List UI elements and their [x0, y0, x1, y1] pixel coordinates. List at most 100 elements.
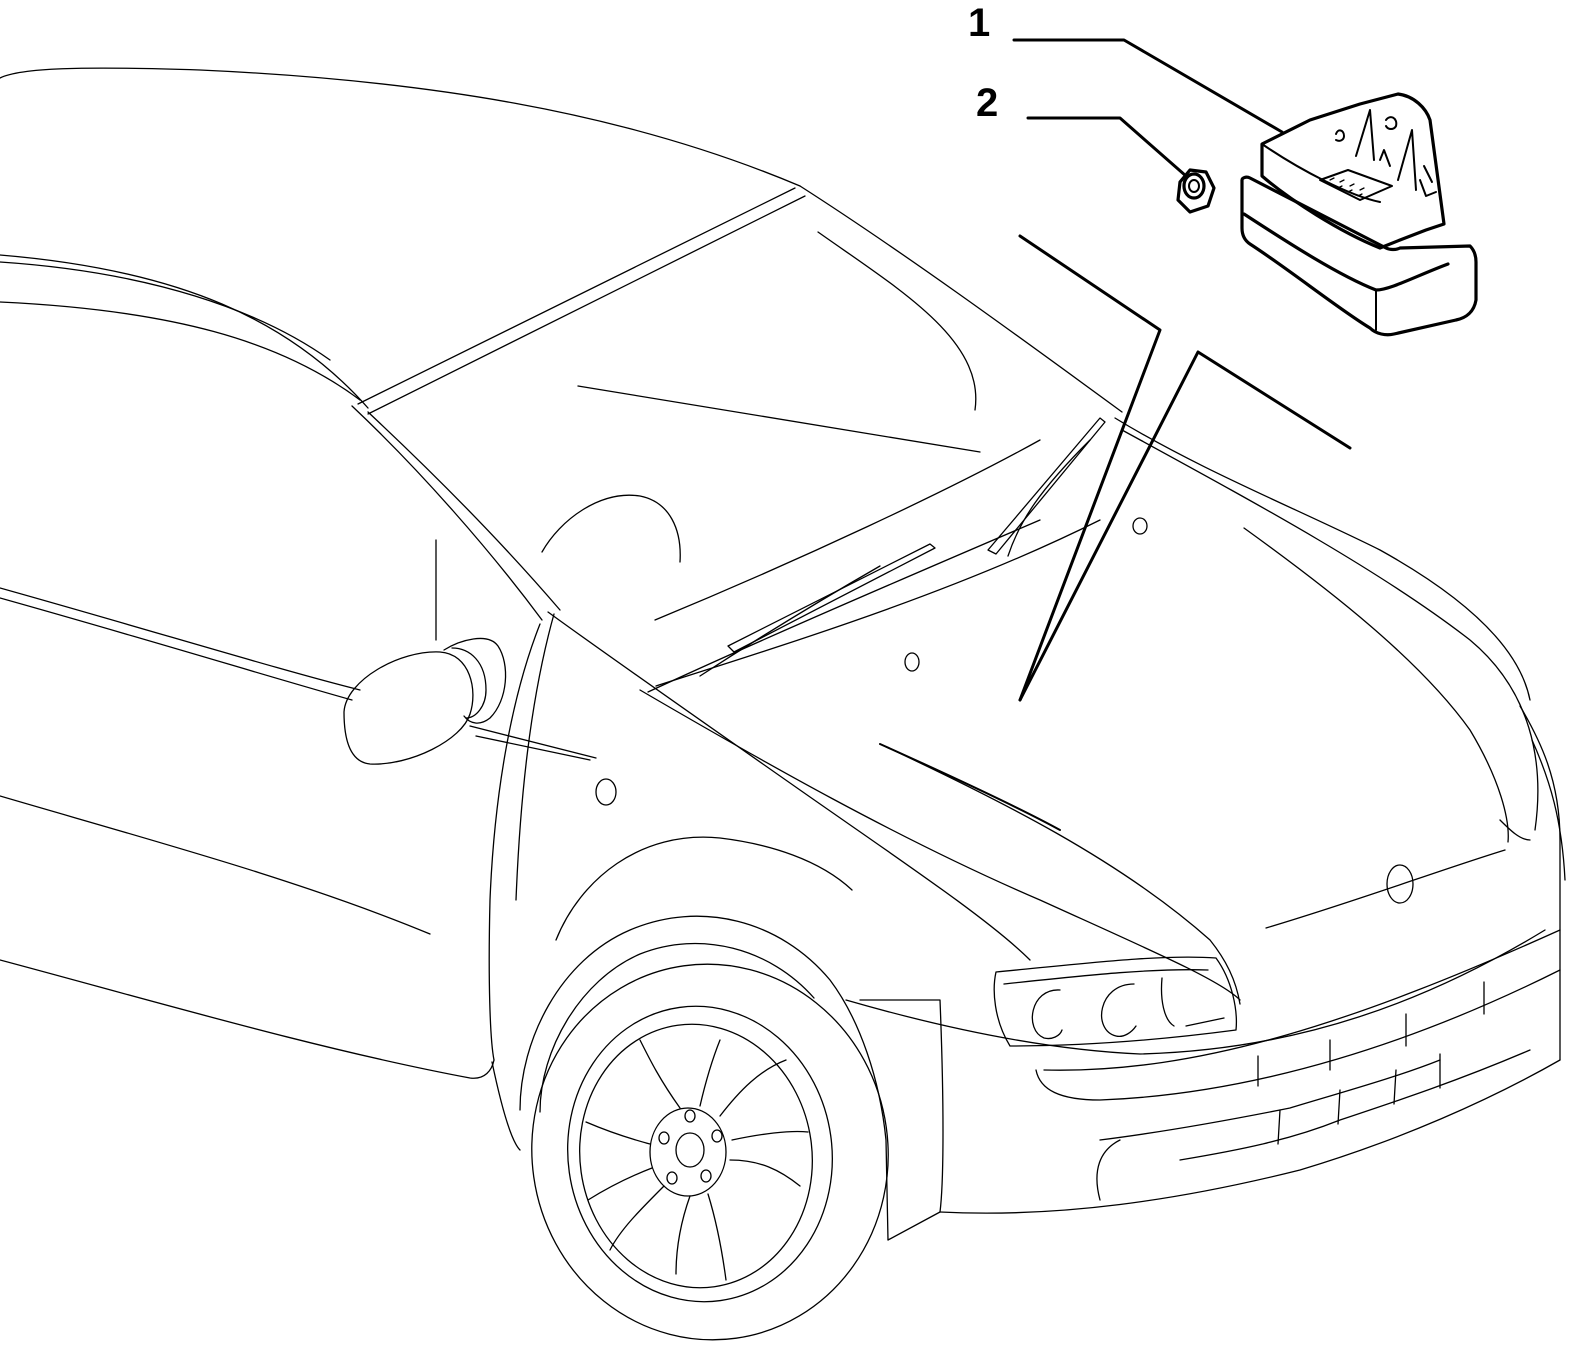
bumper-chin [939, 1059, 1561, 1214]
leader-bracket-left [1018, 234, 1162, 702]
front-pillar-base [515, 613, 555, 901]
roof-edge-inner [0, 301, 361, 401]
wiper-left-arm [699, 565, 881, 677]
hub-center [675, 1132, 705, 1168]
lug-1 [684, 1109, 696, 1123]
front-face-right-2 [1531, 739, 1566, 881]
hood-right-edge [1121, 429, 1539, 831]
dashboard-line [577, 385, 981, 453]
hood-crease [1243, 527, 1509, 843]
nut-bore [1182, 172, 1206, 200]
wiper-right [987, 417, 1106, 555]
nut-hex [1176, 168, 1216, 214]
fender-line [555, 836, 853, 941]
windshield-top-inner [367, 195, 806, 415]
headlight-inner [1003, 969, 1209, 985]
mirror-trim [469, 725, 597, 759]
callout-1: 1 [968, 1, 1284, 134]
hood-shut-line-dark [879, 743, 1061, 831]
side-mirror-base-2 [451, 647, 487, 719]
door-front-edge [488, 623, 541, 1061]
mirror-mount [817, 231, 977, 411]
bumper-corner [1096, 1139, 1121, 1201]
roof-line [0, 67, 801, 187]
bumper-lower [1099, 1059, 1441, 1141]
headlight-lamp-3 [1160, 977, 1225, 1027]
hood-nose [1265, 849, 1506, 929]
steering-wheel [541, 494, 681, 563]
control-unit-base-lip [1242, 212, 1450, 292]
control-unit-hole [1385, 116, 1398, 130]
tire-sidewall [567, 1005, 833, 1303]
control-unit-rib-1 [1355, 109, 1375, 161]
control-unit-rib-2 [1397, 129, 1417, 191]
wheel-arch-lip [859, 999, 944, 1213]
hood-shut-line [879, 743, 1241, 1005]
part-1-control-unit [1240, 92, 1478, 337]
a-pillar-left-inner [351, 405, 543, 621]
control-unit-tab [1419, 165, 1437, 197]
mirror-trim-2 [475, 735, 591, 761]
callout-2-leader [1026, 116, 1188, 178]
windshield-top [357, 187, 796, 405]
bumper-top [845, 929, 1546, 1055]
callout-2: 2 [976, 81, 1188, 178]
lug-2 [711, 1129, 723, 1143]
bumper-line-2 [1035, 969, 1561, 1101]
wiper-left [727, 543, 936, 653]
door-window-line [0, 587, 361, 691]
a-pillar-left [367, 411, 561, 611]
headlight-lamp-1 [1031, 989, 1063, 1040]
connector-pins [1329, 177, 1365, 197]
control-unit-top-edge [1261, 143, 1381, 203]
callout-1-leader [1012, 38, 1284, 134]
wheel-arch-inner [539, 942, 815, 1113]
wheel-arch-outer [519, 915, 889, 1241]
side-mirror [343, 651, 474, 765]
grille-top [1499, 819, 1531, 841]
bumper-line-1 [1043, 929, 1561, 1071]
lug-4 [666, 1171, 678, 1185]
bumper-grille-1 [1257, 981, 1485, 1087]
leader-bracket-right [1018, 350, 1352, 702]
washer-nozzle-right [1132, 517, 1148, 535]
body-lower-front [887, 1211, 941, 1241]
lug-3 [700, 1169, 712, 1183]
side-mirror-base [443, 637, 507, 724]
sill-line [0, 959, 495, 1079]
headlight-lamp-2 [1101, 983, 1137, 1038]
car-outline [0, 67, 1566, 1341]
wheel-spokes [585, 1039, 809, 1281]
control-unit-top [1260, 92, 1446, 250]
rocker [491, 1061, 521, 1151]
hood-front-edge [639, 689, 1241, 1001]
callout-2-label: 2 [976, 81, 998, 125]
control-unit-base [1240, 175, 1478, 337]
side-crease [0, 795, 431, 935]
badge [1386, 864, 1414, 904]
cowl-line [654, 439, 1041, 621]
bumper-vent-1 [1277, 1053, 1441, 1145]
hub [649, 1107, 727, 1197]
lug-5 [658, 1131, 670, 1145]
location-leader [1018, 234, 1352, 702]
wiper-right-arm [1007, 439, 1091, 557]
washer-nozzle-left [904, 652, 920, 672]
callout-1-label: 1 [968, 1, 990, 45]
a-pillar-right [799, 185, 1123, 413]
tire-outer [531, 963, 889, 1341]
hood-rear-edge [1114, 417, 1531, 701]
fender-top [547, 611, 1031, 961]
control-unit-connector [1319, 169, 1393, 201]
cowl-inner [647, 519, 1041, 693]
nut-bore-inner [1188, 179, 1200, 193]
headlight [993, 956, 1238, 1047]
roof-rail [0, 261, 331, 361]
roof-edge [0, 254, 369, 409]
part-2-nut [1176, 168, 1216, 214]
door-window-line-2 [0, 597, 353, 701]
bumper-lower-2 [1179, 1049, 1531, 1161]
cowl-front [655, 519, 1101, 687]
control-unit-mark [1335, 129, 1345, 142]
